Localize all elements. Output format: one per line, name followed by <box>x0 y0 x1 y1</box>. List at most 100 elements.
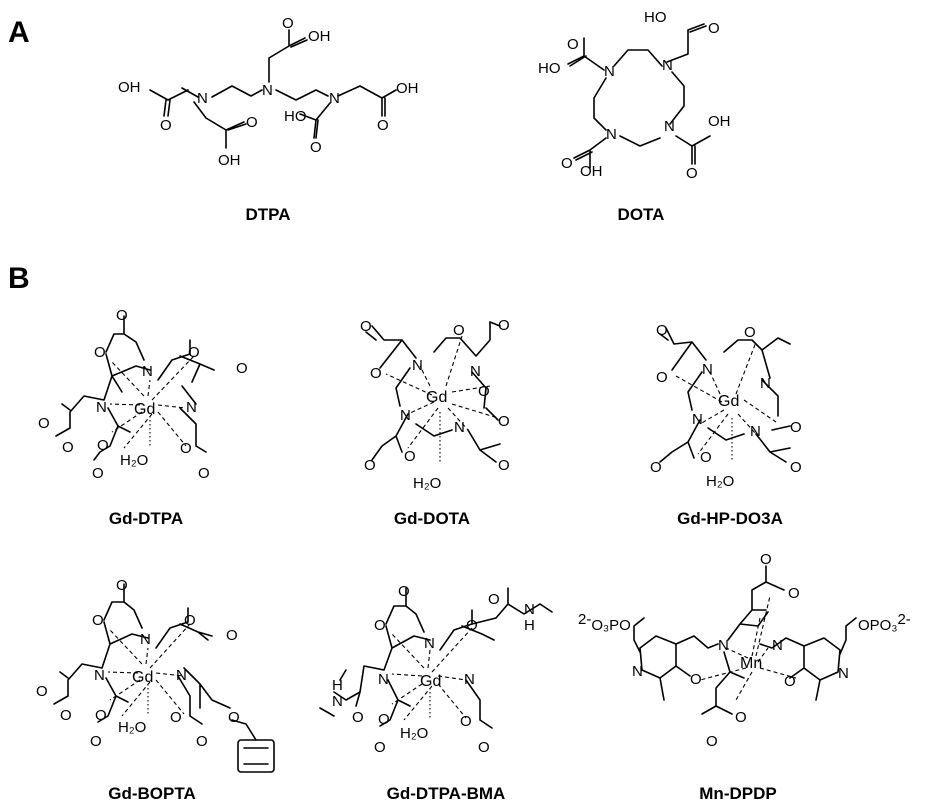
dtpa-o4: O <box>310 139 322 156</box>
dota-n4: N <box>664 118 675 135</box>
dpdp-n1: N <box>718 637 729 654</box>
bopta-o5: O <box>36 683 48 700</box>
dpdp-o5: O <box>735 709 747 726</box>
structure-gd-dtpa: O O O O N N N Gd O O O O H₂O O O <box>38 307 248 482</box>
bopta-o8: O <box>90 733 102 750</box>
gd-dota-o1: O <box>360 318 372 335</box>
dtpa-n3: N <box>329 90 340 107</box>
bopta-h2o: H₂O <box>118 719 146 736</box>
hp-do3a-o1: O <box>656 322 668 339</box>
bma-o7: O <box>374 739 386 756</box>
hp-do3a-o5: O <box>700 449 712 466</box>
bma-o2: O <box>374 617 386 634</box>
hp-do3a-o2: O <box>744 324 756 341</box>
dota-o2: O <box>708 20 720 37</box>
dtpa-oh4: OH <box>396 80 419 97</box>
dota-o4: O <box>686 165 698 182</box>
gd-dota-o8: O <box>364 457 376 474</box>
bopta-o2: O <box>92 612 104 629</box>
gd-dtpa-o2: O <box>94 344 106 361</box>
gd-dtpa-o9: O <box>180 440 192 457</box>
gd-dota-h2o: H₂O <box>413 475 441 492</box>
bopta-o11: O <box>228 709 240 726</box>
dota-n2: N <box>662 57 673 74</box>
gd-dota-o7: O <box>404 448 416 465</box>
gd-dota-o9: O <box>498 457 510 474</box>
gd-dota-n2: N <box>470 363 481 380</box>
bma-o1: O <box>398 583 410 600</box>
dtpa-o5: O <box>377 117 389 134</box>
gd-dtpa-o7: O <box>97 437 109 454</box>
bopta-n3: N <box>176 667 187 684</box>
dota-ho1: HO <box>538 60 561 77</box>
dtpa-n2: N <box>262 82 273 99</box>
structure-mn-dpdp: 2-O₃PO OPO₃2- O O N N Mn N N O O O O <box>578 551 911 750</box>
hp-do3a-n4: N <box>750 423 761 440</box>
dpdp-metal: Mn <box>740 655 762 672</box>
gd-dota-metal: Gd <box>426 389 447 406</box>
dpdp-n-pyr1: N <box>632 663 643 680</box>
dtpa-oh1: OH <box>118 79 141 96</box>
structure-gd-dota: O O O N N O Gd O N N O O O O H₂O <box>360 317 510 492</box>
bopta-o6: O <box>60 707 72 724</box>
hp-do3a-o7: O <box>790 459 802 476</box>
label-dota: DOTA <box>617 205 665 224</box>
hp-do3a-o4: O <box>790 419 802 436</box>
gd-dtpa-o4: O <box>236 360 248 377</box>
dpdp-charge1: 2- <box>578 611 591 628</box>
dota-oh2: OH <box>708 113 731 130</box>
bopta-o7: O <box>95 707 107 724</box>
structure-dtpa: N N N OH O OH O O OH HO O OH O <box>118 15 419 169</box>
dtpa-n1: N <box>197 90 208 107</box>
bopta-o4: O <box>226 627 238 644</box>
bma-o8: O <box>460 713 472 730</box>
structure-dota: N N N N O HO HO O O OH OH O <box>538 9 731 182</box>
bma-o3: O <box>466 617 478 634</box>
dtpa-o2: O <box>246 114 258 131</box>
gd-dota-o6: O <box>498 413 510 430</box>
gd-dota-n3: N <box>400 407 411 424</box>
bopta-o9: O <box>170 709 182 726</box>
gd-dtpa-n1: N <box>142 363 153 380</box>
bma-metal: Gd <box>420 673 441 690</box>
hp-do3a-n1: N <box>702 361 713 378</box>
dota-oh1: OH <box>580 163 603 180</box>
bma-o9: O <box>478 739 490 756</box>
dpdp-n2: N <box>772 637 783 654</box>
structure-gd-dtpa-bma: O O O O N H N H N N N Gd O O O H₂O O O <box>319 583 553 756</box>
bopta-n1: N <box>140 631 151 648</box>
bopta-o1: O <box>116 577 128 594</box>
gd-dota-o4: O <box>370 365 382 382</box>
bopta-n2: N <box>94 667 105 684</box>
gd-dtpa-n2: N <box>96 399 107 416</box>
dpdp-opo3-text: OPO₃ <box>858 617 897 634</box>
hp-do3a-o3: O <box>656 369 668 386</box>
dpdp-o4: O <box>784 673 796 690</box>
dota-o3: O <box>561 155 573 172</box>
bma-h2: H <box>332 677 343 694</box>
dpdp-charge2: 2- <box>897 611 910 628</box>
hp-do3a-metal: Gd <box>718 393 739 410</box>
dpdp-o3: O <box>690 671 702 688</box>
gd-dtpa-o3: O <box>188 344 200 361</box>
dtpa-oh3: OH <box>308 28 331 45</box>
label-dtpa: DTPA <box>245 205 291 224</box>
label-gd-dota: Gd-DOTA <box>393 509 471 528</box>
label-gd-dtpa-bma: Gd-DTPA-BMA <box>386 784 506 803</box>
gd-dota-o3: O <box>498 317 510 334</box>
dtpa-o3: O <box>282 15 294 32</box>
gd-dtpa-o6: O <box>62 439 74 456</box>
label-gd-dtpa: Gd-DTPA <box>108 509 184 528</box>
dota-o1: O <box>567 36 579 53</box>
bma-o6: O <box>378 711 390 728</box>
bma-n3: N <box>464 671 475 688</box>
label-gd-bopta: Gd-BOPTA <box>108 784 196 803</box>
hp-do3a-h2o: H₂O <box>706 473 734 490</box>
dpdp-o6: O <box>706 733 718 750</box>
hp-do3a-o6: O <box>650 459 662 476</box>
label-gd-hp-do3a: Gd-HP-DO3A <box>677 509 783 528</box>
bma-n-amide1: N <box>524 601 535 618</box>
bopta-o10: O <box>196 733 208 750</box>
dpdp-o2: O <box>788 585 800 602</box>
panel-label-b: B <box>8 262 30 295</box>
